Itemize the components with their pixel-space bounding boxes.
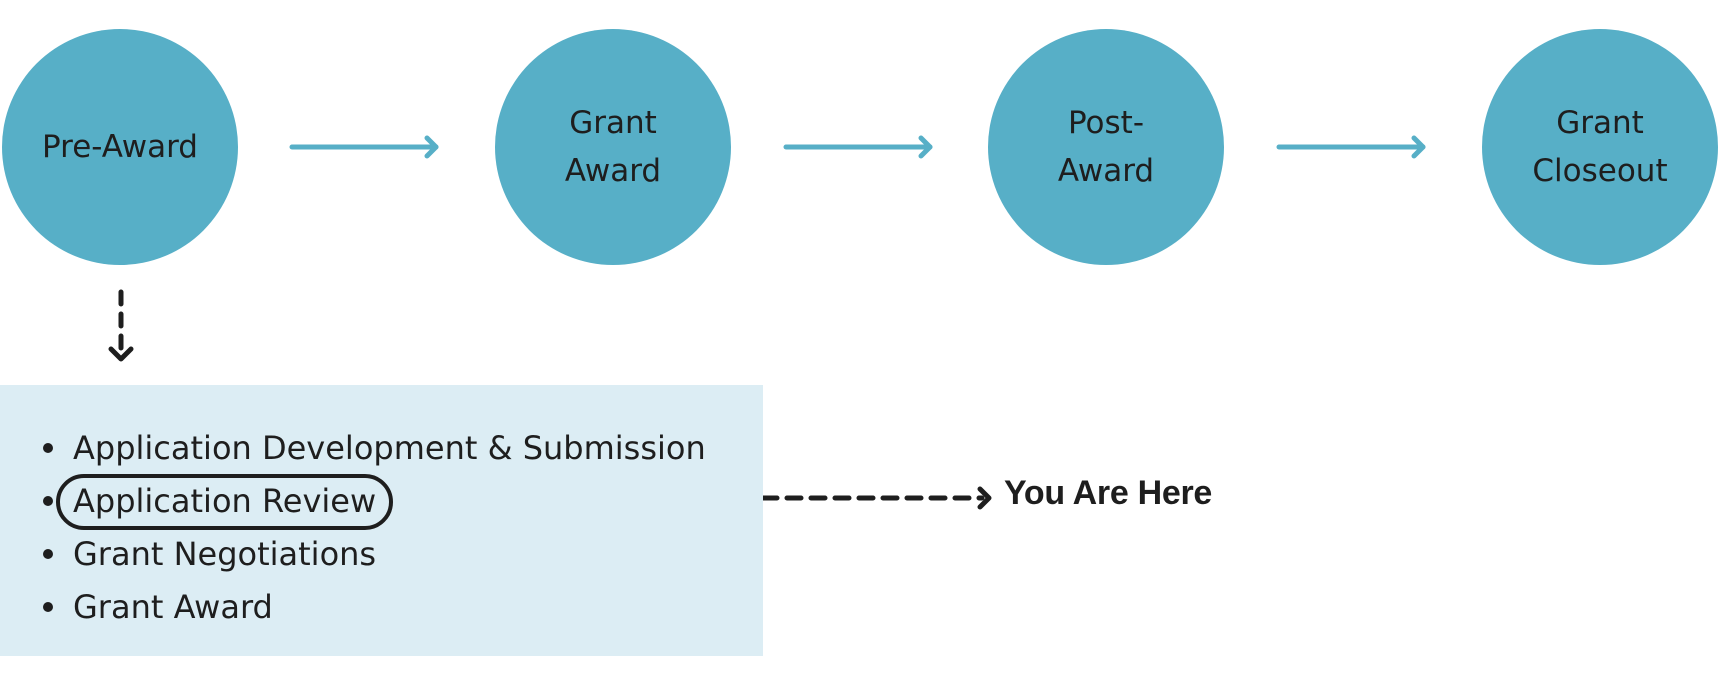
list-item: Application Development & Submission [40,421,706,474]
substeps-list: Application Development & Submission App… [40,421,706,633]
stage-label: Grant Award [564,105,662,189]
stage-label: Pre-Award [42,129,198,165]
stage-arrow-1 [289,135,439,159]
stage-post-award: Post-Award [988,29,1224,265]
substep-label: Grant Negotiations [73,534,377,573]
substep-label: Application Development & Submission [73,428,706,467]
you-are-here-label: You Are Here [1004,474,1213,512]
stage-arrow-3 [1276,135,1426,159]
bullet-icon [43,548,53,559]
stage-label: Post-Award [1057,105,1155,189]
pre-award-substeps-panel: Application Development & Submission App… [0,385,763,656]
bullet-icon [43,601,53,612]
list-item-current: Application Review [40,473,706,530]
bullet-icon [43,442,53,453]
stage-grant-closeout: Grant Closeout [1482,29,1718,265]
stage-pre-award: Pre-Award [2,29,238,265]
list-item: Grant Award [40,580,706,633]
substep-label: Grant Award [73,587,273,626]
stage-label: Grant Closeout [1532,105,1668,189]
list-item: Grant Negotiations [40,527,706,580]
bullet-icon [43,495,53,506]
expand-arrow-down [108,289,134,362]
stage-arrow-2 [783,135,933,159]
stage-grant-award: Grant Award [495,29,731,265]
substep-label-highlighted: Application Review [55,473,394,530]
